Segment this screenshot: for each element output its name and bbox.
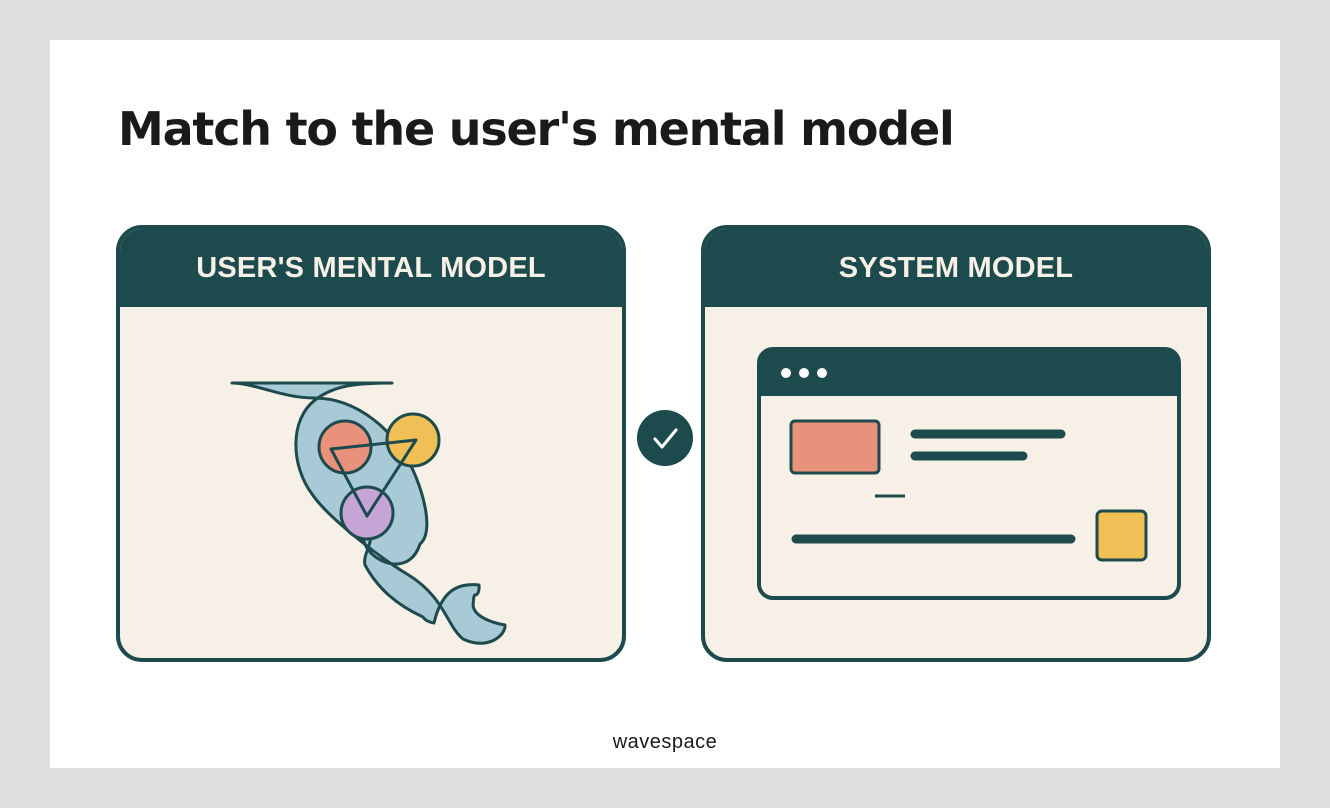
page-title: Match to the user's mental model — [118, 102, 955, 156]
browser-title-bar — [759, 349, 1179, 396]
system-model-header: SYSTEM MODEL — [705, 229, 1207, 307]
brand-logo: wavespace — [612, 731, 718, 753]
window-dot-icon — [799, 368, 809, 378]
window-dot-icon — [817, 368, 827, 378]
system-model-panel: SYSTEM MODEL — [701, 225, 1211, 662]
checkmark-badge — [637, 410, 693, 466]
window-dot-icon — [781, 368, 791, 378]
content-block-salmon — [789, 419, 881, 475]
checkmark-icon — [653, 428, 678, 449]
user-mental-model-header: USER'S MENTAL MODEL — [120, 229, 622, 307]
mental-connection-triangle — [329, 438, 418, 518]
head-illustration — [230, 381, 507, 645]
canvas: Match to the user's mental model USER'S … — [50, 40, 1280, 768]
user-mental-model-panel: USER'S MENTAL MODEL — [116, 225, 626, 662]
action-button-yellow — [1095, 509, 1148, 562]
browser-window-illustration — [757, 347, 1181, 600]
